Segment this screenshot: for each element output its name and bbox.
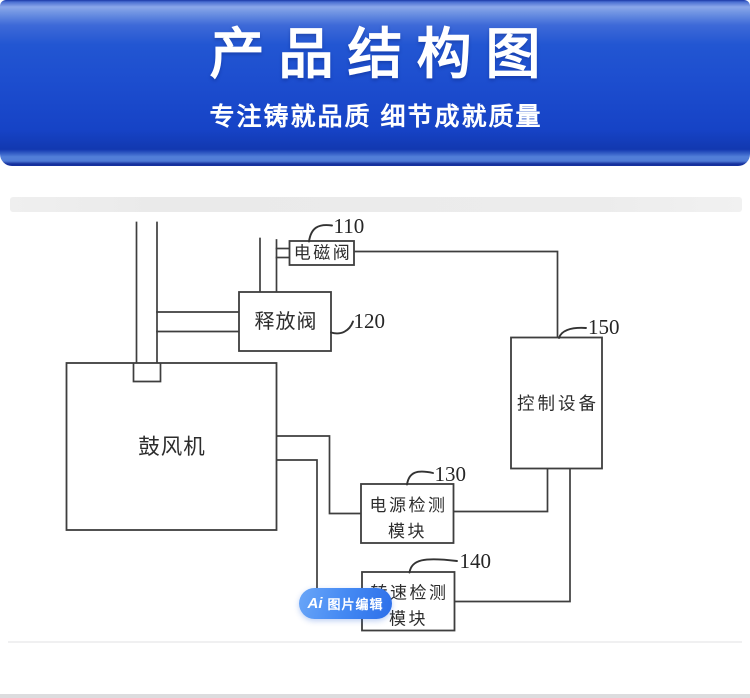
header-banner: 产品结构图 专注铸就品质 细节成就质量 (0, 0, 750, 166)
ref-120: 120 (354, 309, 386, 333)
leader-130 (406, 470, 434, 486)
blower-box (65, 362, 278, 531)
solenoid-valve-label: 电磁阀 (294, 244, 353, 263)
blower-label: 鼓风机 (138, 435, 206, 459)
ref-130: 130 (435, 462, 467, 486)
release-valve-box (238, 291, 332, 352)
leader-150 (558, 326, 587, 339)
wire-power-module-to-control (452, 467, 549, 513)
control-device-box (510, 336, 603, 470)
ai-logo: Ai (307, 595, 323, 612)
page-title: 产品结构图 (209, 23, 555, 85)
control-device-label: 控制设备 (517, 394, 599, 414)
document-bottom-edge (8, 641, 742, 643)
ref-140: 140 (460, 549, 492, 573)
solenoid-valve-box (288, 240, 355, 266)
page-subtitle: 专注铸就品质 细节成就质量 (209, 102, 543, 131)
ref-150: 150 (588, 315, 620, 339)
ref-110: 110 (334, 214, 365, 238)
blower-pipe-socket (132, 363, 162, 383)
power-module-label-line2: 模块 (388, 522, 427, 541)
leader-140 (408, 558, 458, 574)
leader-120 (330, 320, 354, 335)
wire-blower-to-speed-module (275, 459, 363, 603)
power-module-label-line1: 电源检测 (370, 496, 448, 515)
wire-speed-module-to-control (453, 467, 571, 603)
wire-solenoid-to-control (353, 250, 559, 339)
wire-blower-to-power-module (275, 435, 362, 515)
ai-badge-label: 图片编辑 (327, 597, 384, 612)
ai-image-edit-badge[interactable]: Ai 图片编辑 (299, 588, 392, 619)
speed-module-label-line2: 模块 (389, 610, 428, 629)
leader-110 (308, 224, 333, 243)
page-bottom-divider (0, 694, 750, 698)
release-valve-label: 释放阀 (255, 310, 318, 333)
photo-artifact-strip (10, 197, 742, 212)
